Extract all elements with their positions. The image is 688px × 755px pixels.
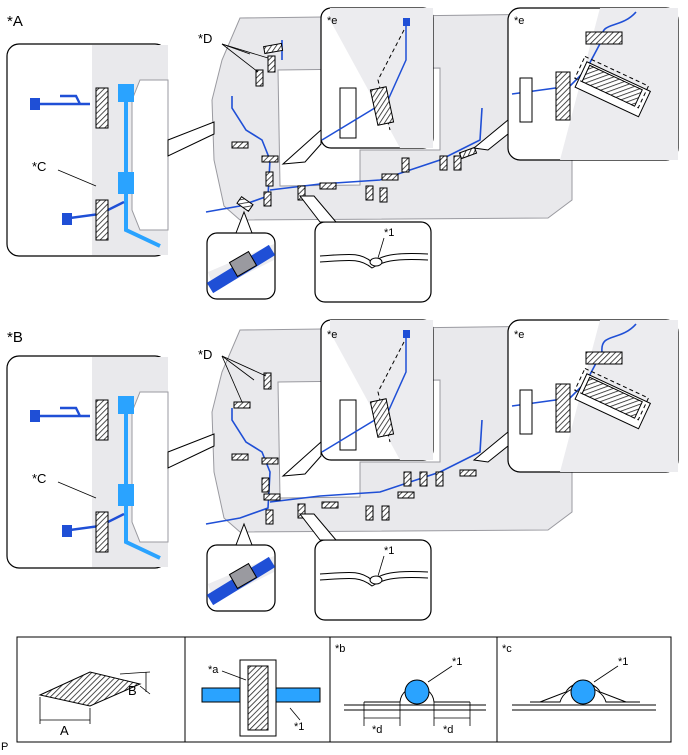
legend-dim-d-right: *d [443,724,454,736]
tapes-a [231,42,478,212]
detail-e-label-b-mid: *e [327,329,338,341]
legend-dim-a: A [60,723,69,738]
legend-section-c [512,665,656,711]
legend-dim-b: B [128,683,137,698]
detail-e-label-b-right: *e [514,329,525,341]
harness-c-label-a: *C [32,159,47,174]
detail-c-b [6,355,215,569]
callout-d-a [221,43,269,73]
view-b [6,319,679,621]
detail-e-label-a-right: *e [514,15,525,27]
detail-e-mid-a [281,7,434,165]
detail-clip-a [206,210,276,300]
legend-section-b [344,665,486,726]
detail-c-a [6,43,215,257]
legend-tape-on-harness [201,659,321,737]
legend-panel-c-label: *c [502,643,512,655]
legend-panel-b-label: *b [335,643,346,655]
section-1-label-a: *1 [384,227,395,239]
detail-section-a [298,195,432,303]
tapes-b [231,372,477,525]
view-b-label: *B [7,329,23,346]
harness-c-label-b: *C [32,471,47,486]
legend-tape-dimensions [38,671,151,724]
detail-clip-b [206,522,276,612]
legend-dim-d-left: *d [372,724,383,736]
callout-d-label-b: *D [198,347,213,362]
legend-panel-b-item: *1 [452,656,463,668]
section-1-label-b: *1 [384,545,395,557]
detail-e-right-a [472,7,679,161]
detail-e-mid-b [281,319,434,477]
legend-panel-c-item: *1 [618,656,629,668]
view-a-label: *A [7,13,23,30]
legend-mark-a: *a [208,664,219,676]
callout-d-label-a: *D [198,31,213,46]
legend-mark-1: *1 [294,721,305,733]
detail-e-label-a-mid: *e [327,15,338,27]
view-a [6,7,679,303]
detail-e-right-b [472,319,679,473]
legend-table [16,636,672,743]
callout-d-b [221,355,267,403]
footer-code: P [1,741,9,753]
detail-section-b [298,513,432,621]
